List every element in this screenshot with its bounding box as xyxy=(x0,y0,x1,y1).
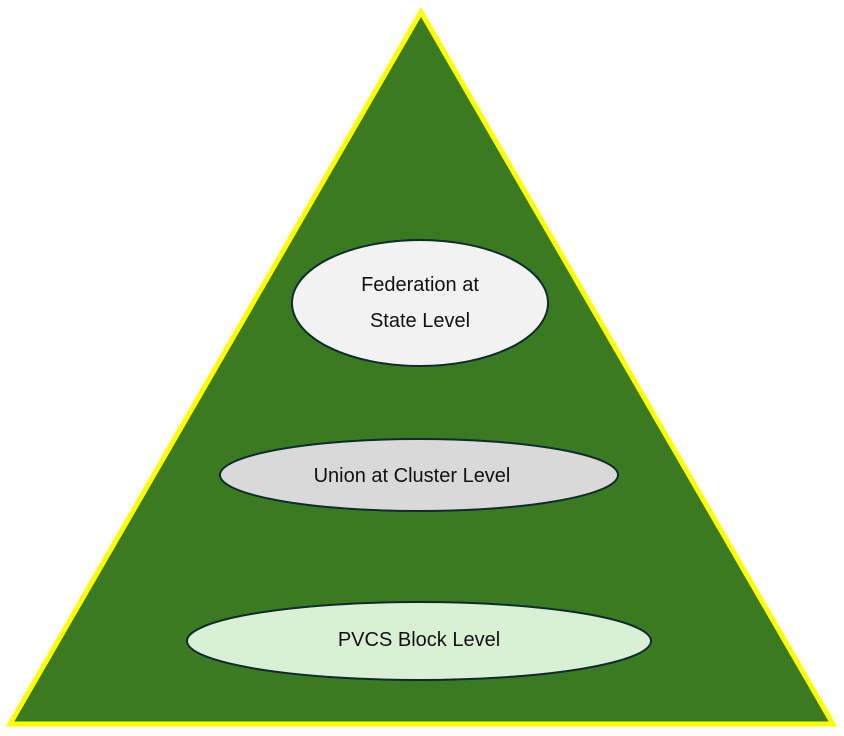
level-union: Union at Cluster Level xyxy=(219,438,619,512)
level-ellipse-union xyxy=(219,438,619,512)
pyramid-triangle xyxy=(5,7,838,727)
level-ellipse-federation xyxy=(291,239,549,367)
level-federation: Federation at State Level xyxy=(291,239,549,367)
level-ellipse-pvcs xyxy=(186,601,652,681)
level-label-line: PVCS Block Level xyxy=(338,629,500,651)
level-label-line: State Level xyxy=(370,310,470,332)
level-label-line: Union at Cluster Level xyxy=(314,465,511,487)
level-label-line: Federation at xyxy=(361,274,479,296)
level-pvcs: PVCS Block Level xyxy=(186,601,652,681)
